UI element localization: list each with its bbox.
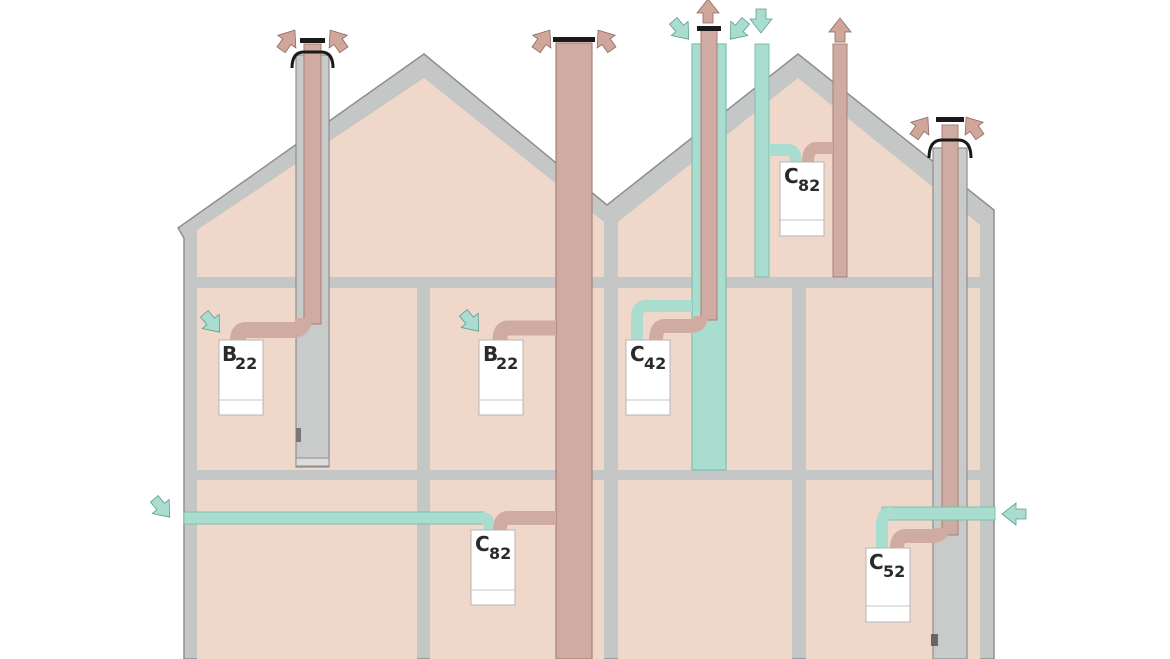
boiler-c52: C52 — [865, 547, 911, 623]
boiler-b22-mid: B22 — [478, 339, 524, 416]
boiler-c42: C42 — [625, 339, 671, 416]
fresh-air-arrow-icon — [664, 13, 698, 47]
boiler-body — [218, 339, 264, 416]
boiler-label: B22 — [483, 342, 518, 373]
boiler-label: C52 — [869, 550, 905, 581]
boiler-body — [470, 529, 516, 606]
room-0-1 — [197, 480, 417, 659]
flue-gas-arrow-icon — [828, 17, 852, 43]
boiler-body — [865, 547, 911, 623]
fresh-air-arrow-icon — [145, 491, 179, 525]
boiler-body — [478, 339, 524, 416]
flue-b22-mid — [492, 320, 556, 341]
flue-c42-elbow — [649, 315, 708, 341]
fresh-air-arrow-icon — [749, 8, 773, 34]
liner-door-right — [931, 634, 938, 646]
terminal-rain-cap-right — [936, 117, 964, 122]
terminal-cap-left — [290, 50, 335, 69]
boiler-label: B22 — [222, 342, 257, 373]
liner-door — [296, 428, 301, 442]
system-b22-left — [230, 38, 335, 468]
liner-base — [295, 457, 330, 467]
system-c82-attic — [754, 43, 848, 278]
flue-gas-arrow-icon — [696, 0, 720, 24]
air-pipe-attic-elbow — [769, 144, 802, 163]
air-duct-ground — [183, 511, 485, 525]
boiler-c82-ground: C82 — [470, 529, 516, 606]
fresh-air-arrow-icon — [1001, 502, 1027, 526]
flue-gas-arrow-icon — [904, 110, 938, 144]
system-c52 — [876, 117, 996, 659]
flue-c52-vertical — [941, 124, 959, 536]
boiler-label: C42 — [630, 342, 666, 373]
flue-gas-arrow-icon — [956, 110, 990, 144]
flue-c52-elbow — [890, 527, 949, 549]
air-pipe-attic — [754, 43, 770, 278]
air-duct-c52 — [881, 506, 996, 521]
air-duct-c52-elbow — [876, 507, 891, 548]
boiler-body — [779, 161, 825, 237]
flue-pipe-elbow — [230, 317, 312, 341]
terminal-rain-cap-left — [300, 38, 325, 43]
boiler-body — [625, 339, 671, 416]
flue-pipe-attic-elbow — [802, 142, 833, 163]
chimney-mid — [555, 42, 593, 659]
system-b22-mid-c82-ground — [183, 37, 595, 659]
boiler-c82-attic: C82 — [779, 161, 825, 237]
air-c42-elbow — [631, 300, 692, 342]
chimney-cap-mid — [553, 37, 595, 42]
flue-pipe-attic — [832, 43, 848, 278]
flue-c82-ground — [493, 511, 556, 531]
boiler-b22-left: B22 — [218, 339, 264, 416]
boiler-label: C82 — [784, 164, 820, 195]
system-c42 — [631, 26, 727, 471]
terminal-cap-c42 — [697, 26, 721, 31]
flue-c42-vertical — [700, 29, 718, 321]
terminal-cap-right — [927, 138, 973, 159]
boiler-label: C82 — [475, 532, 511, 563]
flue-pipe-vertical — [303, 43, 322, 325]
room-0-3 — [618, 480, 792, 659]
air-duct-ground-elbow — [481, 512, 496, 531]
